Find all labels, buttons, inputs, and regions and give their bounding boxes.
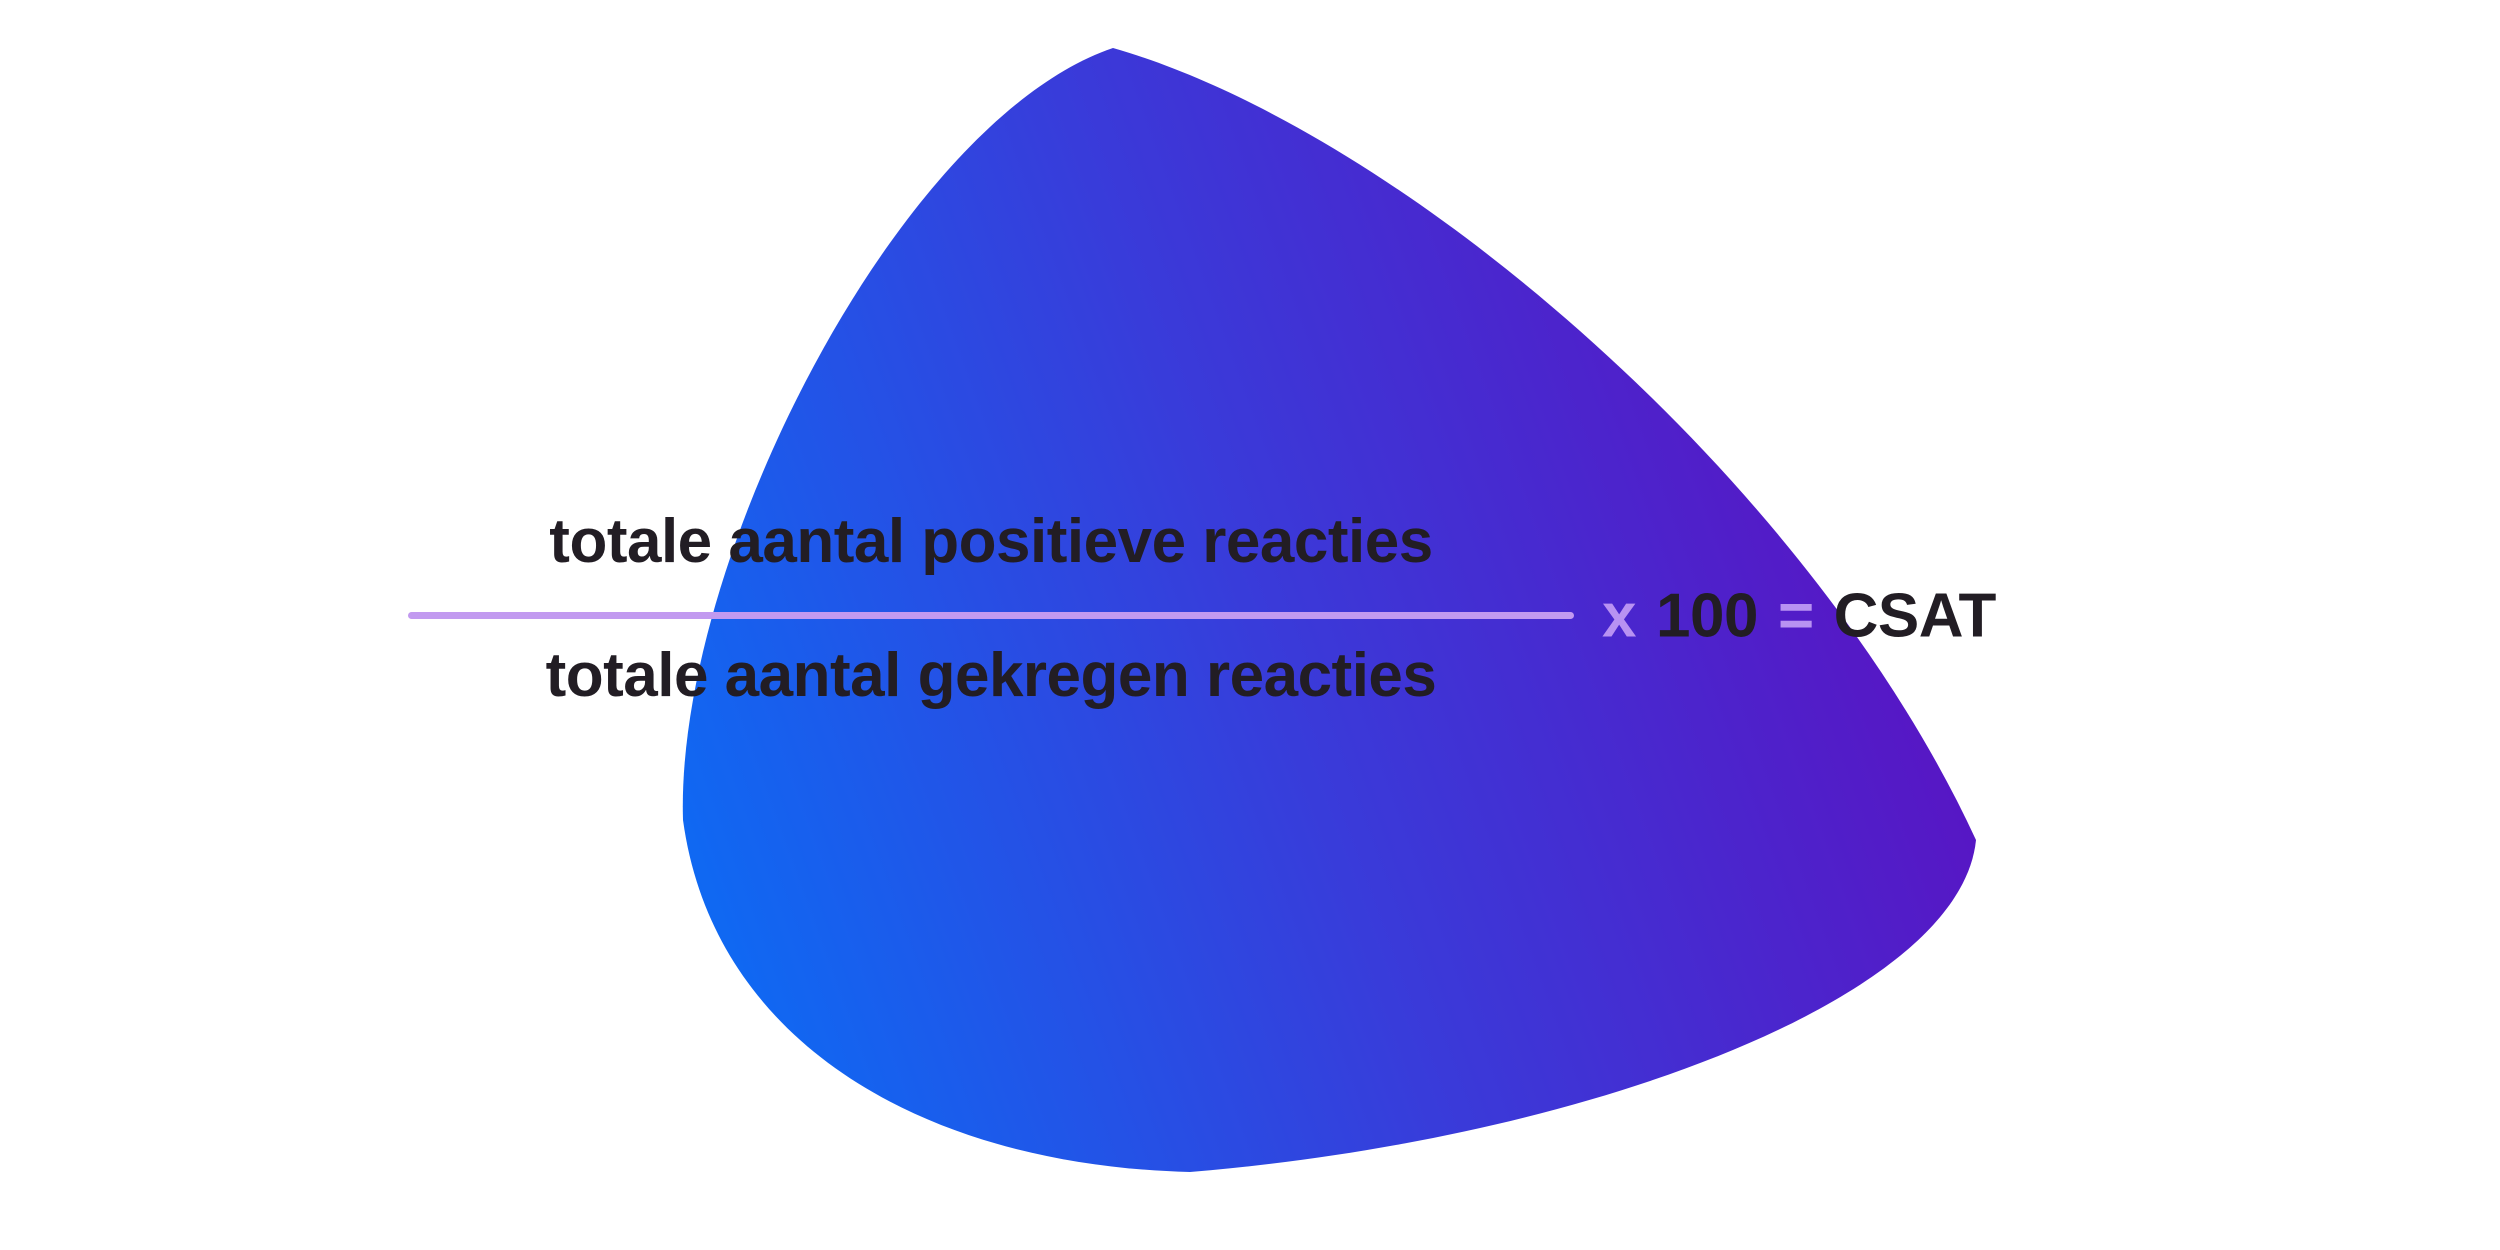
numerator-text: totale aantal positieve reacties bbox=[549, 507, 1433, 576]
blob-shape bbox=[682, 48, 1976, 1172]
fraction-divider-line bbox=[408, 612, 1574, 619]
multiplication-expression: x 100 = CSAT bbox=[1602, 581, 1996, 652]
equals-sign: = bbox=[1777, 581, 1814, 651]
multiply-sign: x bbox=[1602, 581, 1636, 651]
result-label: CSAT bbox=[1833, 581, 1997, 651]
multiplier-value: 100 bbox=[1655, 581, 1758, 651]
denominator-text: totale aantal gekregen reacties bbox=[545, 641, 1437, 710]
